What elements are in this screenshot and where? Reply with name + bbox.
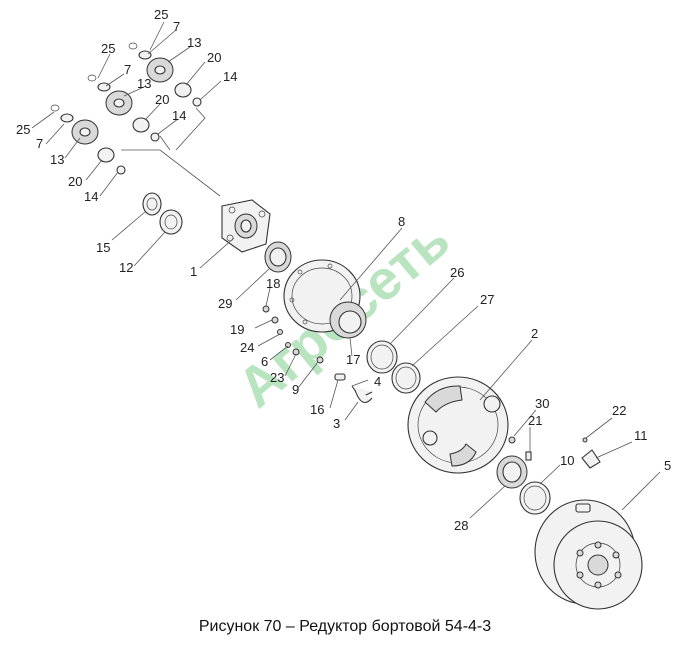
hub-housing-8: [283, 259, 367, 339]
callout-7: 7: [124, 62, 131, 77]
callout-13: 13: [187, 35, 201, 50]
cover-11: [581, 449, 601, 469]
callout-12: 12: [119, 260, 133, 275]
callout-20: 20: [68, 174, 82, 189]
planetary-gear-set: [50, 42, 202, 175]
brake-drum-5: [534, 499, 643, 610]
callout-13: 13: [50, 152, 64, 167]
callout-15: 15: [96, 240, 110, 255]
callout-9: 9: [292, 382, 299, 397]
callout-21: 21: [528, 413, 542, 428]
callout-25: 25: [16, 122, 30, 137]
callout-25: 25: [154, 7, 168, 22]
callout-10: 10: [560, 453, 574, 468]
callout-20: 20: [207, 50, 221, 65]
callout-20: 20: [155, 92, 169, 107]
fasteners: [262, 305, 373, 404]
leader-lines: [31, 21, 661, 519]
callout-5: 5: [664, 458, 671, 473]
brake-assembly-2: [407, 376, 509, 474]
callout-26: 26: [450, 265, 464, 280]
callout-3: 3: [333, 416, 340, 431]
part-21: [525, 451, 532, 461]
part-22: [582, 437, 588, 443]
callout-19: 19: [230, 322, 244, 337]
callout-7: 7: [36, 136, 43, 151]
callout-18: 18: [266, 276, 280, 291]
callout-27: 27: [480, 292, 494, 307]
callout-2: 2: [531, 326, 538, 341]
callout-11: 11: [634, 428, 648, 443]
callout-17: 17: [346, 352, 360, 367]
callout-24: 24: [240, 340, 254, 355]
callout-4: 4: [374, 374, 381, 389]
callout-8: 8: [398, 214, 405, 229]
part-30: [508, 436, 516, 444]
callout-1: 1: [190, 264, 197, 279]
ring-10: [519, 481, 551, 515]
ring-12: [159, 209, 183, 235]
callout-23: 23: [270, 370, 284, 385]
callout-30: 30: [535, 396, 549, 411]
callout-6: 6: [261, 354, 268, 369]
callout-7: 7: [173, 19, 180, 34]
callout-22: 22: [612, 403, 626, 418]
callout-labels: 25 7 13 20 14 25 7 13 20 14 25 7 13 20 1…: [16, 7, 671, 533]
callout-14: 14: [84, 189, 98, 204]
seal-15: [142, 192, 162, 216]
planet-carrier-1: [221, 199, 271, 253]
callout-16: 16: [310, 402, 324, 417]
figure-caption: Рисунок 70 – Редуктор бортовой 54-4-3: [198, 618, 492, 635]
callout-28: 28: [454, 518, 468, 533]
callout-13: 13: [137, 76, 151, 91]
seal-26: [366, 340, 398, 374]
callout-14: 14: [223, 69, 237, 84]
callout-14: 14: [172, 108, 186, 123]
callout-29: 29: [218, 296, 232, 311]
callout-25: 25: [101, 41, 115, 56]
